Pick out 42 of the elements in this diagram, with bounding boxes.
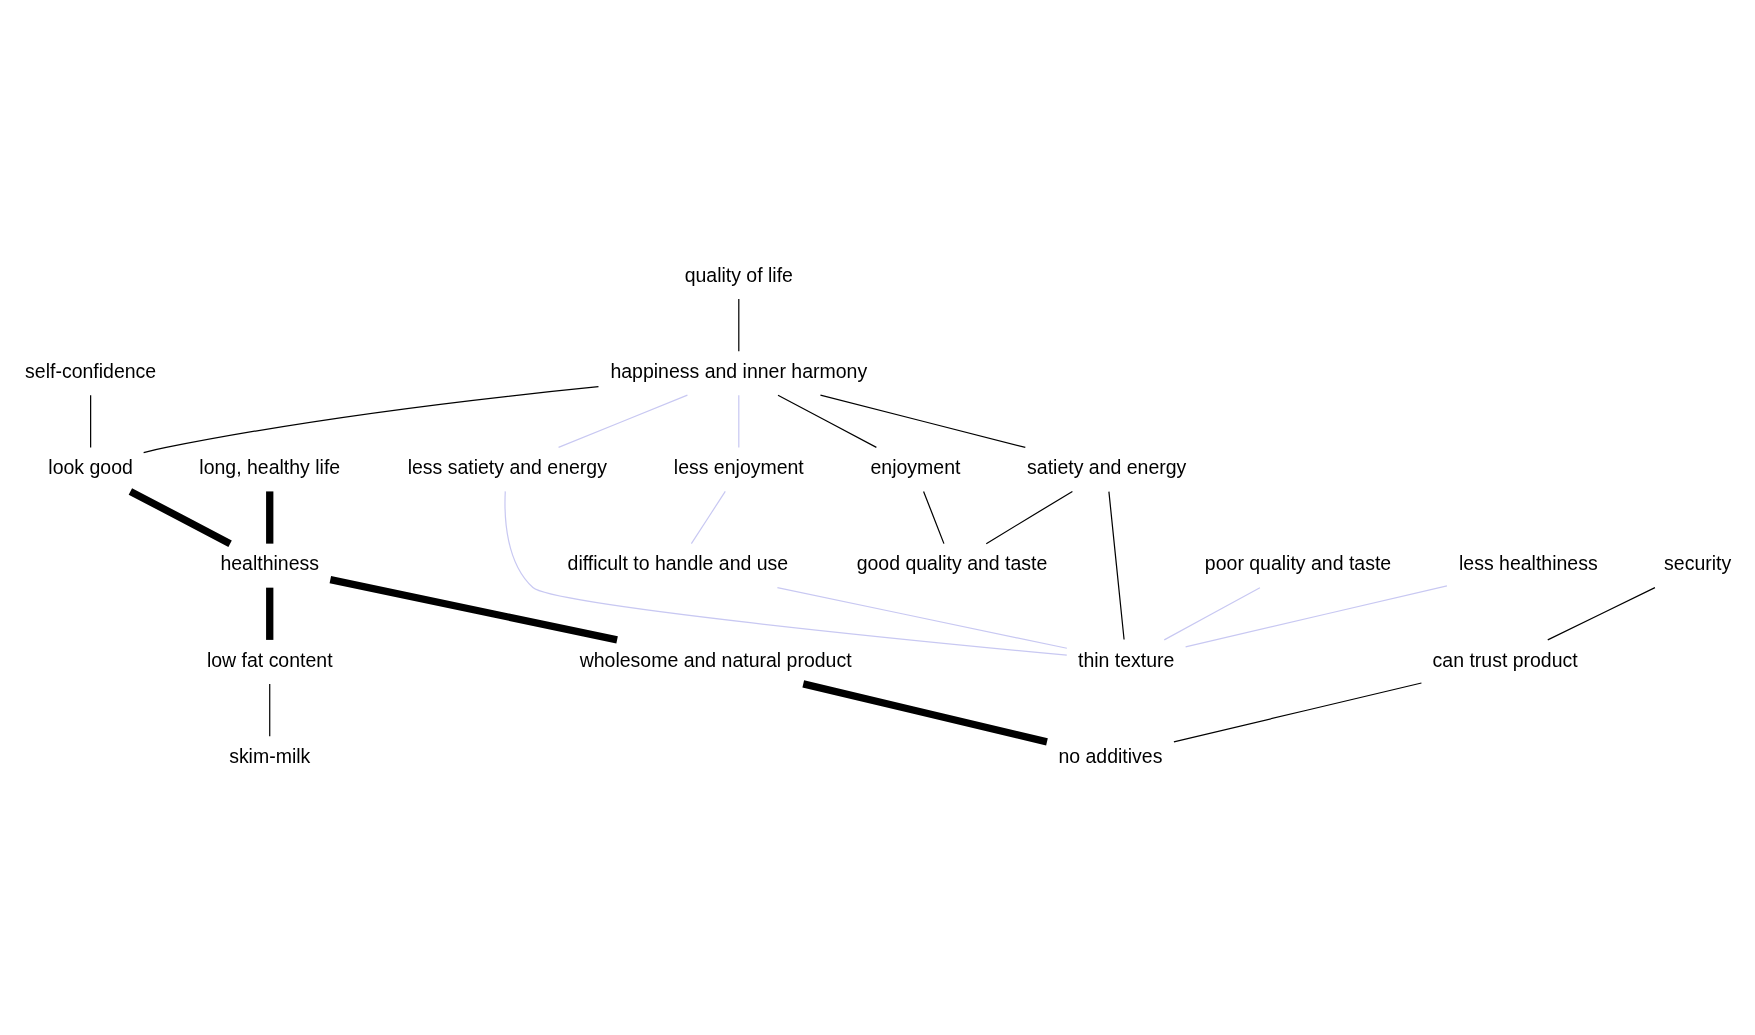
connector <box>557 394 688 448</box>
connector <box>737 298 739 352</box>
connector <box>128 488 232 547</box>
node-text: good quality and taste <box>856 552 1047 575</box>
node-text: look good <box>47 456 133 478</box>
node-text: wholesome and natural product <box>579 648 852 671</box>
node-text: less satiety and energy <box>407 456 607 478</box>
connector <box>922 490 945 545</box>
node-text: can trust product <box>1432 648 1578 671</box>
connector <box>268 683 270 737</box>
node-text: less enjoyment <box>673 456 804 478</box>
node-text: low fat content <box>206 648 333 671</box>
node-text: long, healthy life <box>198 456 340 478</box>
connector <box>1107 491 1125 641</box>
connector <box>329 576 618 644</box>
connector <box>776 587 1067 649</box>
connector <box>985 490 1073 545</box>
connector <box>819 394 1026 448</box>
node-text: skim-milk <box>228 744 310 767</box>
node-text: self-confidence <box>24 359 156 382</box>
connector <box>1172 682 1422 743</box>
node-text: less healthiness <box>1458 552 1598 575</box>
node-text: enjoyment <box>870 456 960 478</box>
connector <box>737 394 739 448</box>
node-text: happiness and inner harmony <box>609 359 867 382</box>
connector <box>1546 587 1656 641</box>
node-text: poor quality and taste <box>1204 552 1391 575</box>
connector <box>801 680 1048 746</box>
node-text: difficult to handle and use <box>567 552 788 575</box>
connector <box>89 394 91 448</box>
connector <box>1163 587 1260 641</box>
connector <box>142 386 599 454</box>
node-text: quality of life <box>684 263 793 286</box>
node-text: satiety and energy <box>1026 456 1186 478</box>
node-text: no additives <box>1057 744 1162 767</box>
connector <box>776 394 877 448</box>
node-text: healthiness <box>219 552 319 575</box>
connector <box>690 490 726 545</box>
connector <box>503 490 1067 656</box>
node-text: security <box>1663 552 1731 575</box>
connector <box>1184 585 1448 648</box>
node-text: thin texture <box>1077 648 1174 671</box>
